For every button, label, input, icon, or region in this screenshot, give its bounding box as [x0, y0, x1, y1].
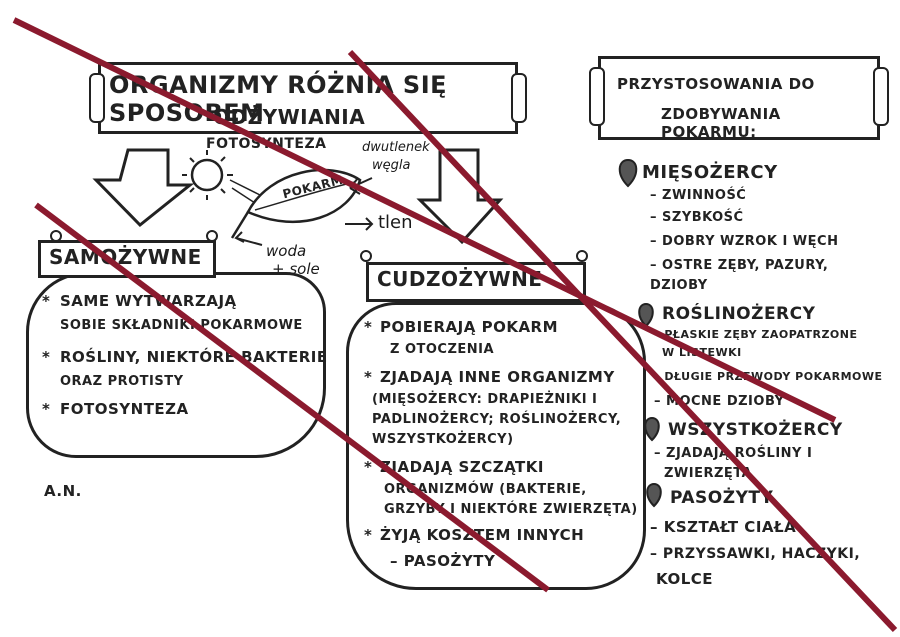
- autotrophs-item-1-bullet: *: [42, 292, 51, 310]
- autotrophs-item-1-line2: sobie składniki pokarmowe: [60, 318, 303, 333]
- autotrophs-item-2-line1: Rośliny, niektóre bakterie: [60, 348, 328, 366]
- arrow-oxygen-out: [345, 217, 374, 231]
- omnivores-item-2: zwierzęta: [664, 466, 753, 481]
- heterotrophs-item-3-line1: Zjadają szczątki: [380, 458, 544, 476]
- water-label-line1: woda: [266, 242, 307, 260]
- co2-label-line2: węgla: [372, 158, 411, 173]
- heterotrophs-cloud: [346, 302, 646, 590]
- heterotrophs-item-2-bullet: *: [364, 368, 373, 386]
- sun-icon: [182, 150, 261, 206]
- heterotrophs-item-4-line2: – pasożyty: [390, 552, 496, 570]
- main-title-line2: odżywiania: [213, 105, 366, 129]
- parasites-item-1: – kształt ciała: [650, 518, 797, 536]
- parasites-item-2: – przyssawki, haczyki,: [650, 546, 861, 562]
- parasites-title: Pasożyty: [670, 488, 774, 508]
- strike-line-3: [34, 202, 550, 593]
- autotrophs-cloud: [26, 272, 326, 458]
- autotrophs-item-3-line1: Fotosynteza: [60, 400, 189, 418]
- heterotrophs-item-2-line3: padlinożercy; roślinożercy,: [372, 412, 622, 427]
- herbivores-item-1: – płaskie zęby zaopatrzone: [654, 328, 858, 341]
- author-initials: A.N.: [44, 482, 82, 500]
- adaptations-banner: Przystosowania do zdobywania pokarmu:: [589, 56, 889, 141]
- carnivores-item-4: – ostre zęby, pazury,: [650, 258, 829, 273]
- heterotrophs-item-2-line2: (mięsożercy: drapieżniki i: [372, 392, 598, 407]
- carnivores-item-2: – szybkość: [650, 210, 744, 225]
- co2-label-line1: dwutlenek: [362, 140, 430, 155]
- carnivores-item-1: – zwinność: [650, 188, 747, 203]
- arrow-to-autotrophs: [92, 148, 195, 228]
- oxygen-label: tlen: [378, 212, 413, 233]
- pin-icon-carnivores: [618, 158, 638, 188]
- leaf-icon: [230, 168, 362, 239]
- heterotrophs-item-3-bullet: *: [364, 458, 373, 476]
- parasites-item-3: kolce: [656, 570, 714, 588]
- heterotrophs-item-4-bullet: *: [364, 526, 373, 544]
- adaptations-title-line2: zdobywania pokarmu:: [661, 105, 781, 141]
- adaptations-title-line1: Przystosowania do: [617, 75, 815, 93]
- heterotrophs-item-1-line2: z otoczenia: [390, 342, 495, 357]
- carnivores-item-3: – dobry wzrok i węch: [650, 234, 839, 249]
- herbivores-title: Roślinożercy: [662, 304, 816, 324]
- arrow-water-in: [234, 231, 263, 246]
- autotrophs-item-1-line1: Same wytwarzają: [60, 292, 237, 310]
- carnivores-title: Mięsożercy: [642, 162, 778, 183]
- strike-line-2: [347, 49, 898, 633]
- pin-icon-parasites: [646, 482, 662, 508]
- autotrophs-item-2-bullet: *: [42, 348, 51, 366]
- heterotrophs-item-1-line1: Pobierają pokarm: [380, 318, 559, 336]
- strike-line-1: [12, 17, 837, 423]
- carnivores-item-5: dzioby: [650, 278, 708, 293]
- heterotrophs-item-4-line1: Żyją kosztem innych: [380, 526, 585, 544]
- heterotrophs-item-3-line2: organizmów (bakterie,: [384, 482, 587, 497]
- pin-icon-omnivores: [644, 416, 660, 442]
- heterotrophs-item-2-line1: Zjadają inne organizmy: [380, 368, 615, 386]
- autotrophs-item-3-bullet: *: [42, 400, 51, 418]
- autotrophs-item-2-line2: oraz protisty: [60, 374, 184, 389]
- arrow-to-heterotrophs: [416, 148, 504, 245]
- herbivores-item-3: – długie przewody pokarmowe: [654, 370, 883, 383]
- heterotrophs-item-1-bullet: *: [364, 318, 373, 336]
- heterotrophs-item-2-line4: wszystkożercy): [372, 432, 514, 447]
- omnivores-item-1: – zjadają rośliny i: [654, 446, 813, 461]
